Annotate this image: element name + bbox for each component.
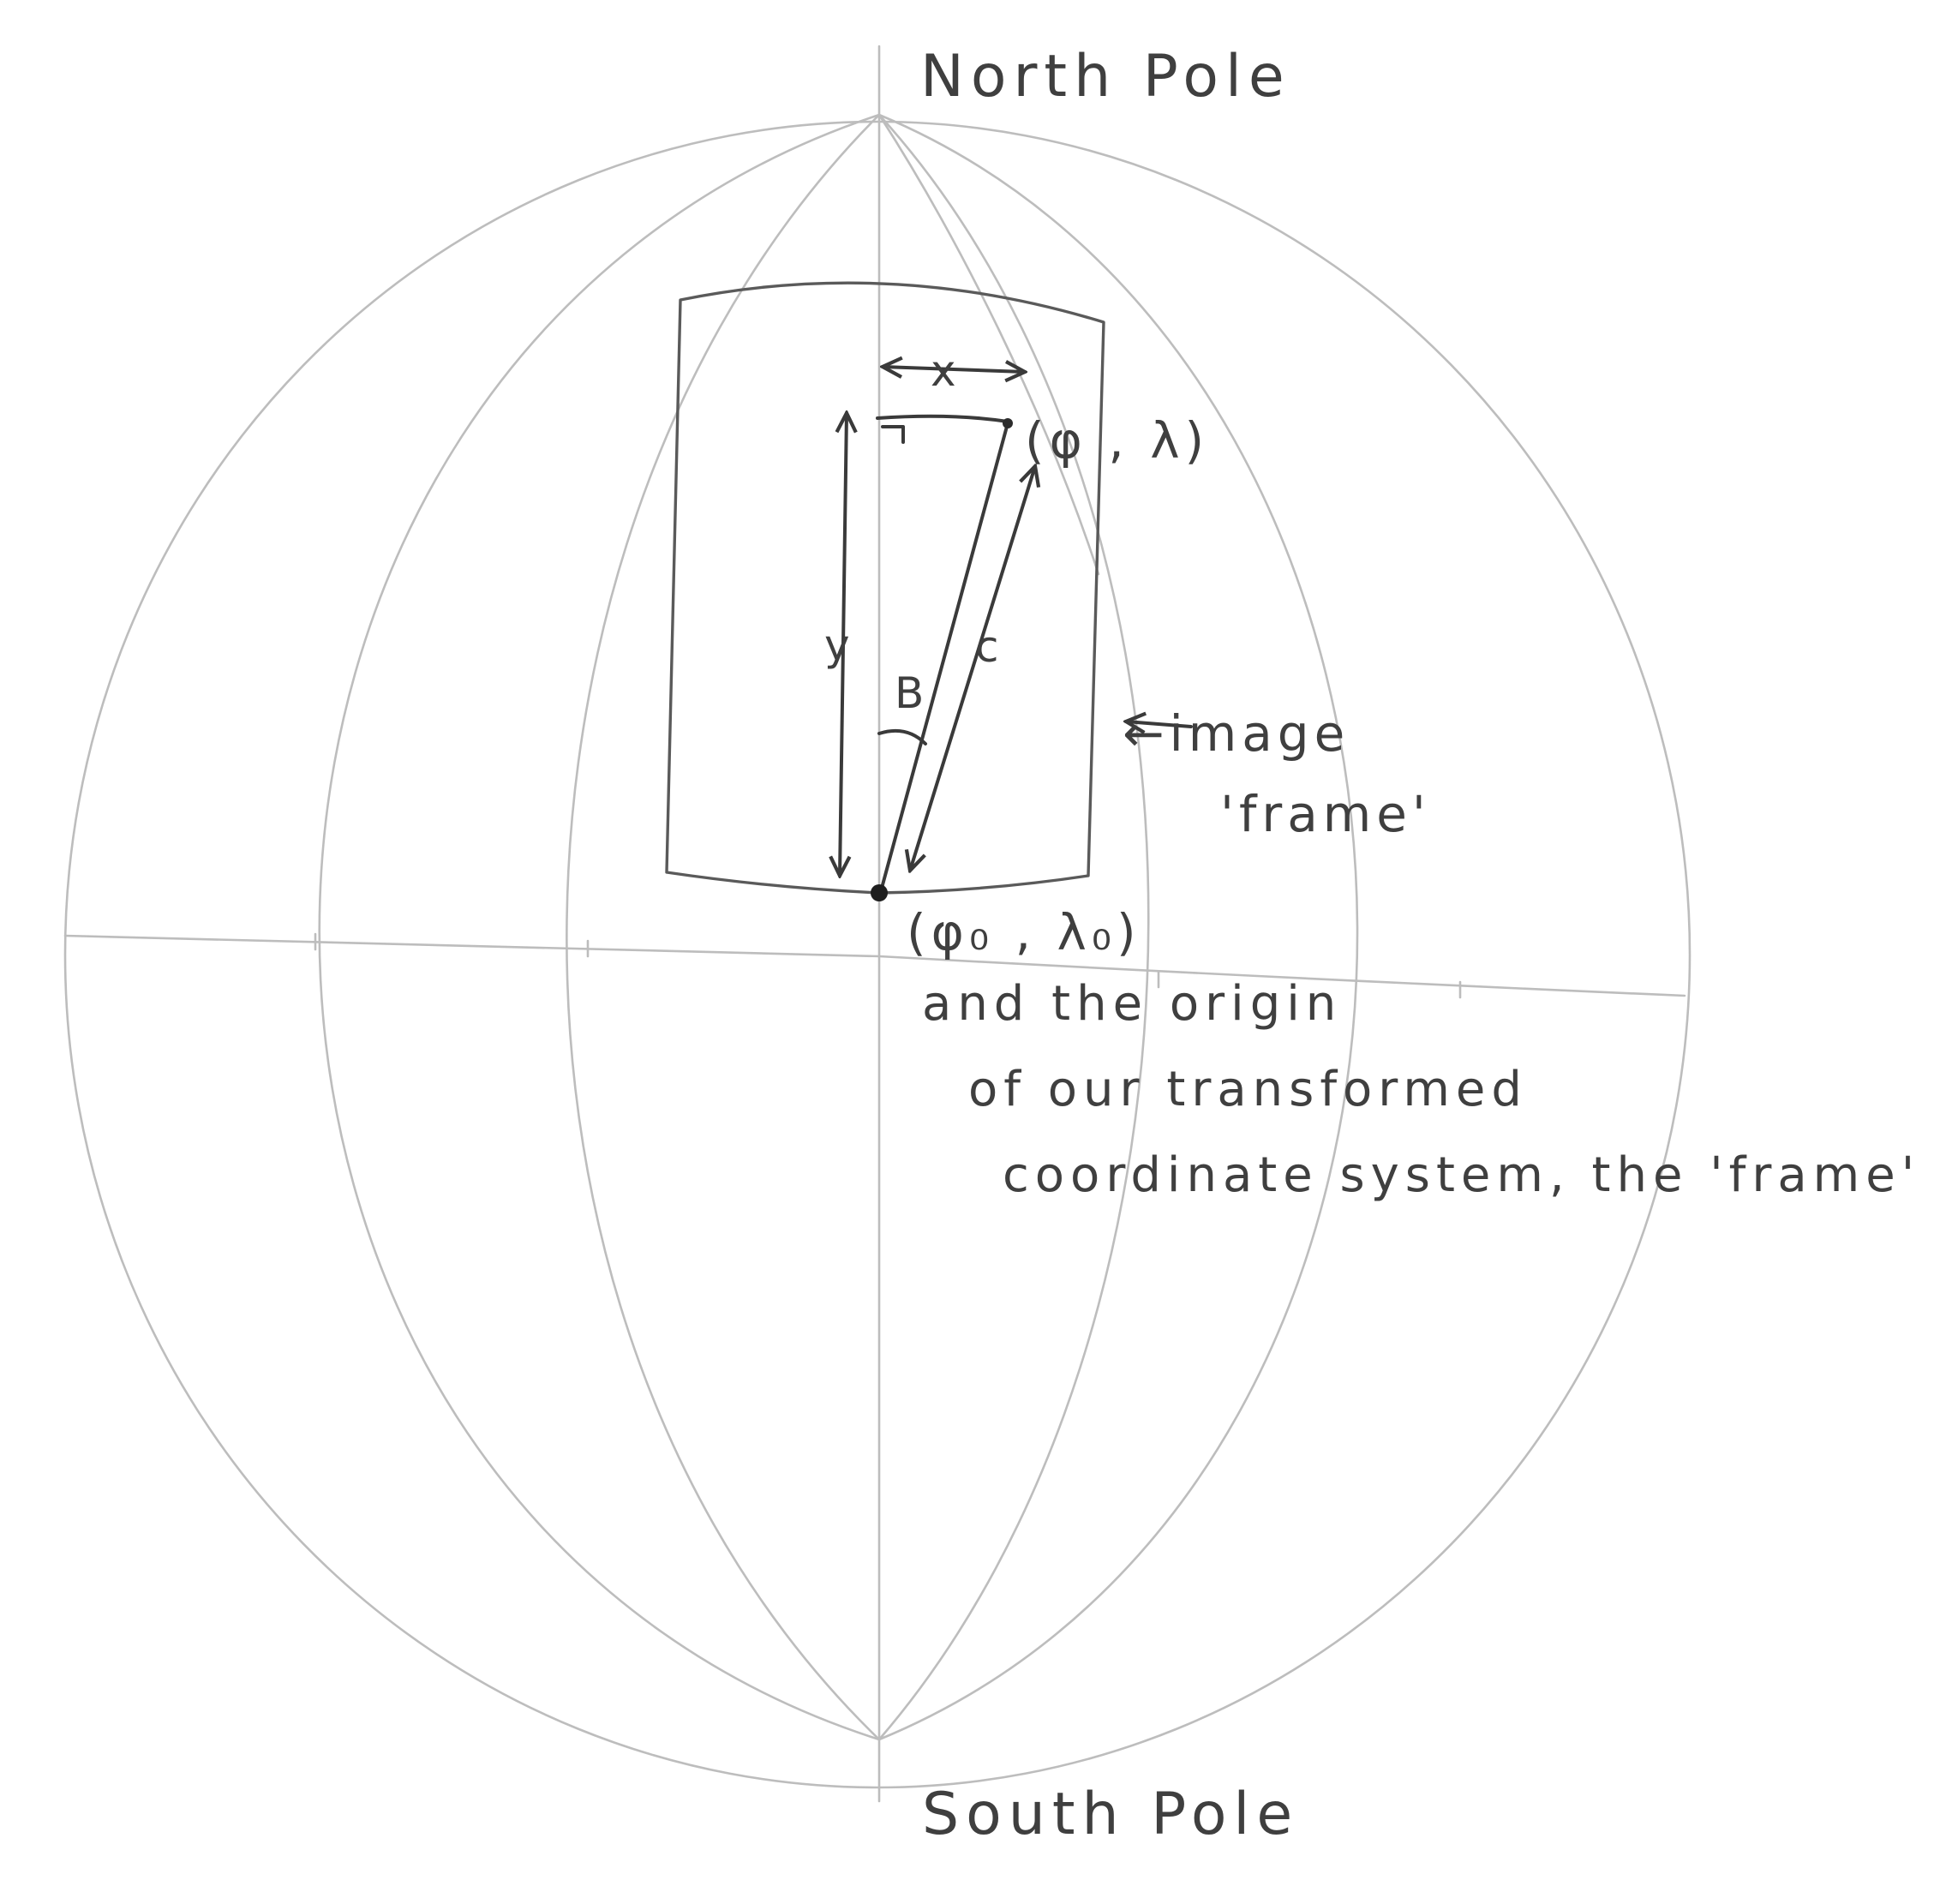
- point-label: (φ , λ): [1025, 411, 1209, 470]
- globe-outline: [63, 120, 1692, 1789]
- angle-b-arc: [877, 729, 927, 745]
- meridian-right-inner: [877, 113, 1150, 1741]
- y-label: y: [824, 620, 850, 670]
- meridian-right-outer: [877, 113, 1359, 1741]
- angle-b-label: B: [895, 668, 924, 718]
- x-label: x: [931, 346, 956, 396]
- origin-point: [871, 884, 888, 901]
- equator-right: [877, 955, 1686, 997]
- origin-point-label: (φ₀ , λ₀): [907, 903, 1141, 961]
- south-pole-label: South Pole: [922, 1781, 1299, 1848]
- image-frame-pointer: [1126, 721, 1193, 727]
- image-frame-label-line2: 'frame': [1220, 785, 1431, 843]
- equator-left: [63, 934, 881, 958]
- point-parallel: [876, 414, 1009, 423]
- c-label: c: [975, 622, 999, 672]
- origin-note-line1: and the origin: [922, 976, 1342, 1032]
- image-frame: [665, 281, 1105, 895]
- meridian-through-point: [877, 113, 1100, 576]
- point-phi-lambda: [1003, 418, 1013, 428]
- y-arrow: [840, 413, 847, 876]
- right-angle-mark: [881, 425, 905, 444]
- meridian-left-inner: [566, 113, 881, 1741]
- meridian-left-outer: [318, 113, 881, 1741]
- origin-note-line2: of our transformed: [968, 1062, 1528, 1117]
- x-arrow: [883, 367, 1025, 372]
- origin-note-line3: coordinate system, the 'frame': [1003, 1147, 1920, 1203]
- north-pole-label: North Pole: [920, 43, 1291, 111]
- c-arrow: [910, 466, 1035, 871]
- image-frame-label-line1: ←image: [1123, 704, 1350, 763]
